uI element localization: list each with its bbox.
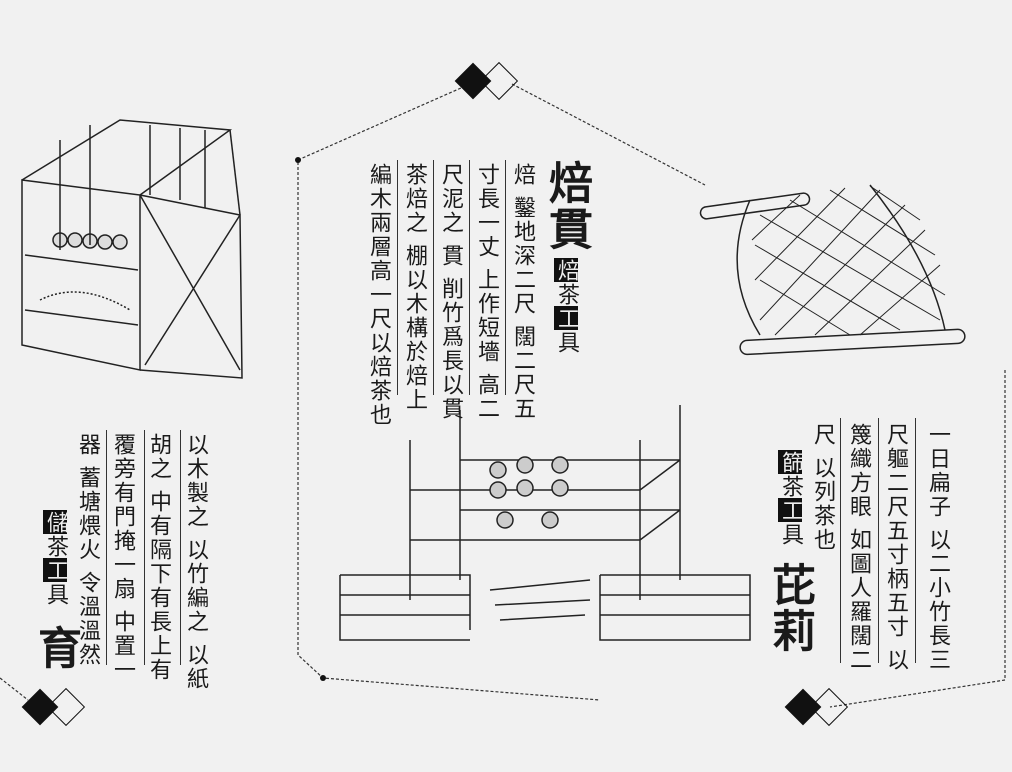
center-column-3: 尺泥之 貫 削竹爲長以貫	[438, 163, 463, 421]
right-title: 芘莉	[764, 562, 815, 654]
left-column-3: 覆旁有門掩一扇 中置一	[110, 433, 135, 682]
sieve-illustration	[699, 184, 966, 356]
cabinet-illustration	[21, 119, 243, 379]
center-column-1: 焙 鑿地深二尺 闊二尺五	[510, 163, 535, 421]
left-column-2: 胡之 中有隔下有長上有	[146, 433, 171, 682]
center-column-4: 茶焙之 棚以木構於焙上	[402, 163, 427, 412]
left-subtitle: 儲茶工具	[43, 510, 68, 605]
left-column-4: 器 蓄塘煨火 令溫溫然	[75, 433, 100, 667]
center-subtitle: 焙茶工具	[554, 258, 579, 353]
right-column-3: 篾織方眼 如圖人羅闊二	[846, 423, 871, 672]
center-column-5: 編木兩層高一尺以焙茶也	[366, 163, 391, 427]
roaster-illustration	[339, 405, 751, 641]
right-column-1: 一日扁子 以二小竹長三	[925, 423, 950, 672]
right-column-4: 尺 以列茶也	[810, 423, 835, 552]
diamond-ornament-left	[21, 687, 86, 727]
left-column-1: 以木製之 以竹編之 以紙	[183, 433, 208, 691]
connector-lines	[0, 83, 1006, 708]
right-subtitle: 篩茶工具	[778, 450, 803, 545]
center-column-2: 寸長一丈 上作短墻 高二	[474, 163, 499, 421]
right-column-2: 尺軀二尺五寸柄五寸 以	[883, 423, 908, 672]
left-title: 育	[30, 625, 81, 671]
center-title: 焙貫	[541, 160, 592, 252]
diamond-ornament-top	[454, 61, 519, 101]
diamond-ornament-right	[784, 687, 849, 727]
